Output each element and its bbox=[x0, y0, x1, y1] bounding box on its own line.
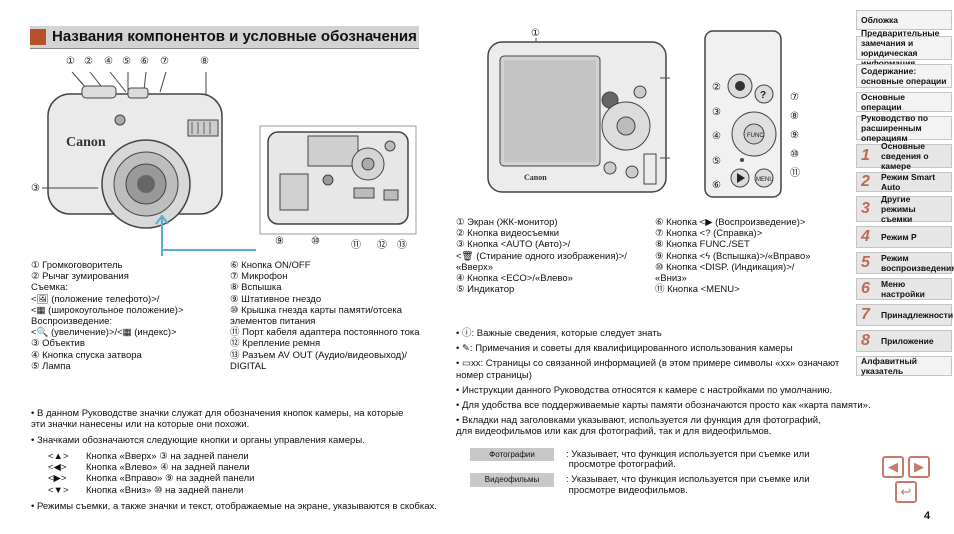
callout-5: ⑤ bbox=[122, 56, 131, 67]
chapter-number: 1 bbox=[861, 147, 870, 164]
sidebar-item-14[interactable]: Алфавитный указатель bbox=[856, 356, 952, 376]
sidebar-item-7[interactable]: 2 Режим Smart Auto bbox=[856, 172, 952, 192]
note-last: • Режимы съемки, а также значки и текст,… bbox=[31, 501, 437, 512]
callout-back-1: ① bbox=[531, 28, 540, 39]
callout-8: ⑧ bbox=[200, 56, 209, 67]
next-page-button[interactable]: ▶ bbox=[908, 456, 930, 478]
page-title: Названия компонентов и условные обозначе… bbox=[52, 28, 417, 45]
svg-text:?: ? bbox=[760, 90, 766, 101]
brand-logo-back: Canon bbox=[524, 173, 547, 182]
bottom-callouts: ⑨ ⑩ ⑪ ⑫ ⑬ bbox=[275, 236, 407, 251]
chapter-number: 5 bbox=[861, 254, 870, 271]
sidebar-item-4[interactable]: Основные операции bbox=[856, 92, 952, 112]
callout-1: ① bbox=[66, 56, 75, 67]
sidebar-item-label: Приложение bbox=[881, 336, 934, 346]
sidebar-item-5[interactable]: Руководство по расширенным операциям bbox=[856, 113, 952, 143]
back-callouts-left: ② ③ ④ ⑤ ⑥ bbox=[712, 82, 721, 191]
tag-video: Видеофильмы bbox=[470, 473, 554, 487]
page-title-bar: Названия компонентов и условные обозначе… bbox=[30, 26, 419, 49]
sidebar-item-9[interactable]: 4 Режим P bbox=[856, 226, 952, 248]
key-table: <▲>Кнопка «Вверх» ③ на задней панели <◀>… bbox=[48, 451, 255, 496]
camera-front-figure: Canon bbox=[42, 71, 256, 256]
callout-7: ⑦ bbox=[160, 56, 169, 67]
sidebar-item-11[interactable]: 6 Меню настройки bbox=[856, 278, 952, 300]
parts-list-back-a: ① Экран (ЖК-монитор) ② Кнопка видеосъемк… bbox=[456, 217, 627, 296]
sidebar-item-8[interactable]: 3 Другие режимы съемки bbox=[856, 194, 952, 224]
sidebar-item-label: Принадлежности bbox=[881, 310, 954, 320]
sidebar-item-label: Режим P bbox=[881, 232, 917, 242]
page-number: 4 bbox=[924, 510, 931, 522]
parts-list-back-b: ⑥ Кнопка <▶ (Воспроизведение)> ⑦ Кнопка … bbox=[655, 217, 811, 296]
sidebar-item-label: Режим Smart Auto bbox=[881, 172, 936, 192]
brand-logo: Canon bbox=[66, 135, 106, 150]
button-panel-figure: ? FUNC MENU bbox=[704, 30, 782, 198]
sidebar-item-label: Режим воспроизведения bbox=[881, 253, 954, 273]
sidebar-item-label: Основные сведения о камере bbox=[881, 141, 929, 171]
sidebar-item-label: Предварительные замечания и юридическая … bbox=[861, 28, 940, 68]
sidebar-item-12[interactable]: 7 Принадлежности bbox=[856, 304, 954, 326]
sidebar-item-label: Содержание: основные операции bbox=[861, 66, 947, 86]
back-callouts-right: ⑦ ⑧ ⑨ ⑩ ⑪ bbox=[790, 92, 800, 179]
chapter-number: 3 bbox=[861, 200, 870, 217]
sidebar-item-label: Руководство по расширенным операциям bbox=[861, 113, 929, 143]
parts-list-front-a: ① Громкоговоритель ② Рычаг зумирования С… bbox=[31, 260, 184, 372]
sidebar-item-3[interactable]: Содержание: основные операции bbox=[856, 64, 952, 88]
sidebar-item-label: Алфавитный указатель bbox=[861, 356, 917, 376]
parts-list-front-b: ⑥ Кнопка ON/OFF ⑦ Микрофон ⑧ Вспышка ⑨ Ш… bbox=[230, 260, 420, 372]
tab-legend: Фотографии: Указывает, что функция испол… bbox=[470, 448, 810, 496]
svg-text:MENU: MENU bbox=[756, 177, 774, 183]
sidebar-item-13[interactable]: 8 Приложение bbox=[856, 330, 952, 352]
sidebar-item-label: Обложка bbox=[861, 15, 899, 25]
sidebar-item-label: Меню настройки bbox=[881, 279, 925, 299]
sidebar-item-2[interactable]: Предварительные замечания и юридическая … bbox=[856, 28, 952, 68]
callout-6: ⑥ bbox=[140, 56, 149, 67]
sidebar-item-10[interactable]: 5 Режим воспроизведения bbox=[856, 252, 954, 274]
sidebar-item-1[interactable]: Обложка bbox=[856, 10, 952, 30]
chapter-number: 7 bbox=[861, 306, 870, 323]
camera-bottom-figure bbox=[259, 125, 417, 235]
notes-right: • ⓘ: Важные сведения, которые следует зн… bbox=[456, 328, 871, 438]
svg-text:FUNC: FUNC bbox=[747, 133, 764, 139]
sidebar-item-label: Другие режимы съемки bbox=[881, 194, 916, 224]
chapter-number: 4 bbox=[861, 228, 870, 245]
callout-3: ③ bbox=[31, 183, 40, 194]
back-button[interactable]: ↩ bbox=[895, 481, 917, 503]
front-callouts: ① ② ④ ⑤ ⑥ ⑦ ⑧ bbox=[66, 56, 226, 70]
camera-back-figure: Canon bbox=[487, 38, 670, 193]
notes-left: • В данном Руководстве значки служат для… bbox=[31, 408, 404, 447]
chapter-number: 2 bbox=[861, 173, 870, 190]
title-marker bbox=[30, 29, 46, 45]
sidebar-item-label: Основные операции bbox=[861, 92, 906, 112]
chapter-number: 6 bbox=[861, 280, 870, 297]
sidebar-item-6[interactable]: 1 Основные сведения о камере bbox=[856, 141, 952, 171]
tag-photo: Фотографии bbox=[470, 448, 554, 462]
chapter-number: 8 bbox=[861, 332, 870, 349]
prev-page-button[interactable]: ◀ bbox=[882, 456, 904, 478]
callout-2: ② bbox=[84, 56, 93, 67]
callout-4: ④ bbox=[104, 56, 113, 67]
